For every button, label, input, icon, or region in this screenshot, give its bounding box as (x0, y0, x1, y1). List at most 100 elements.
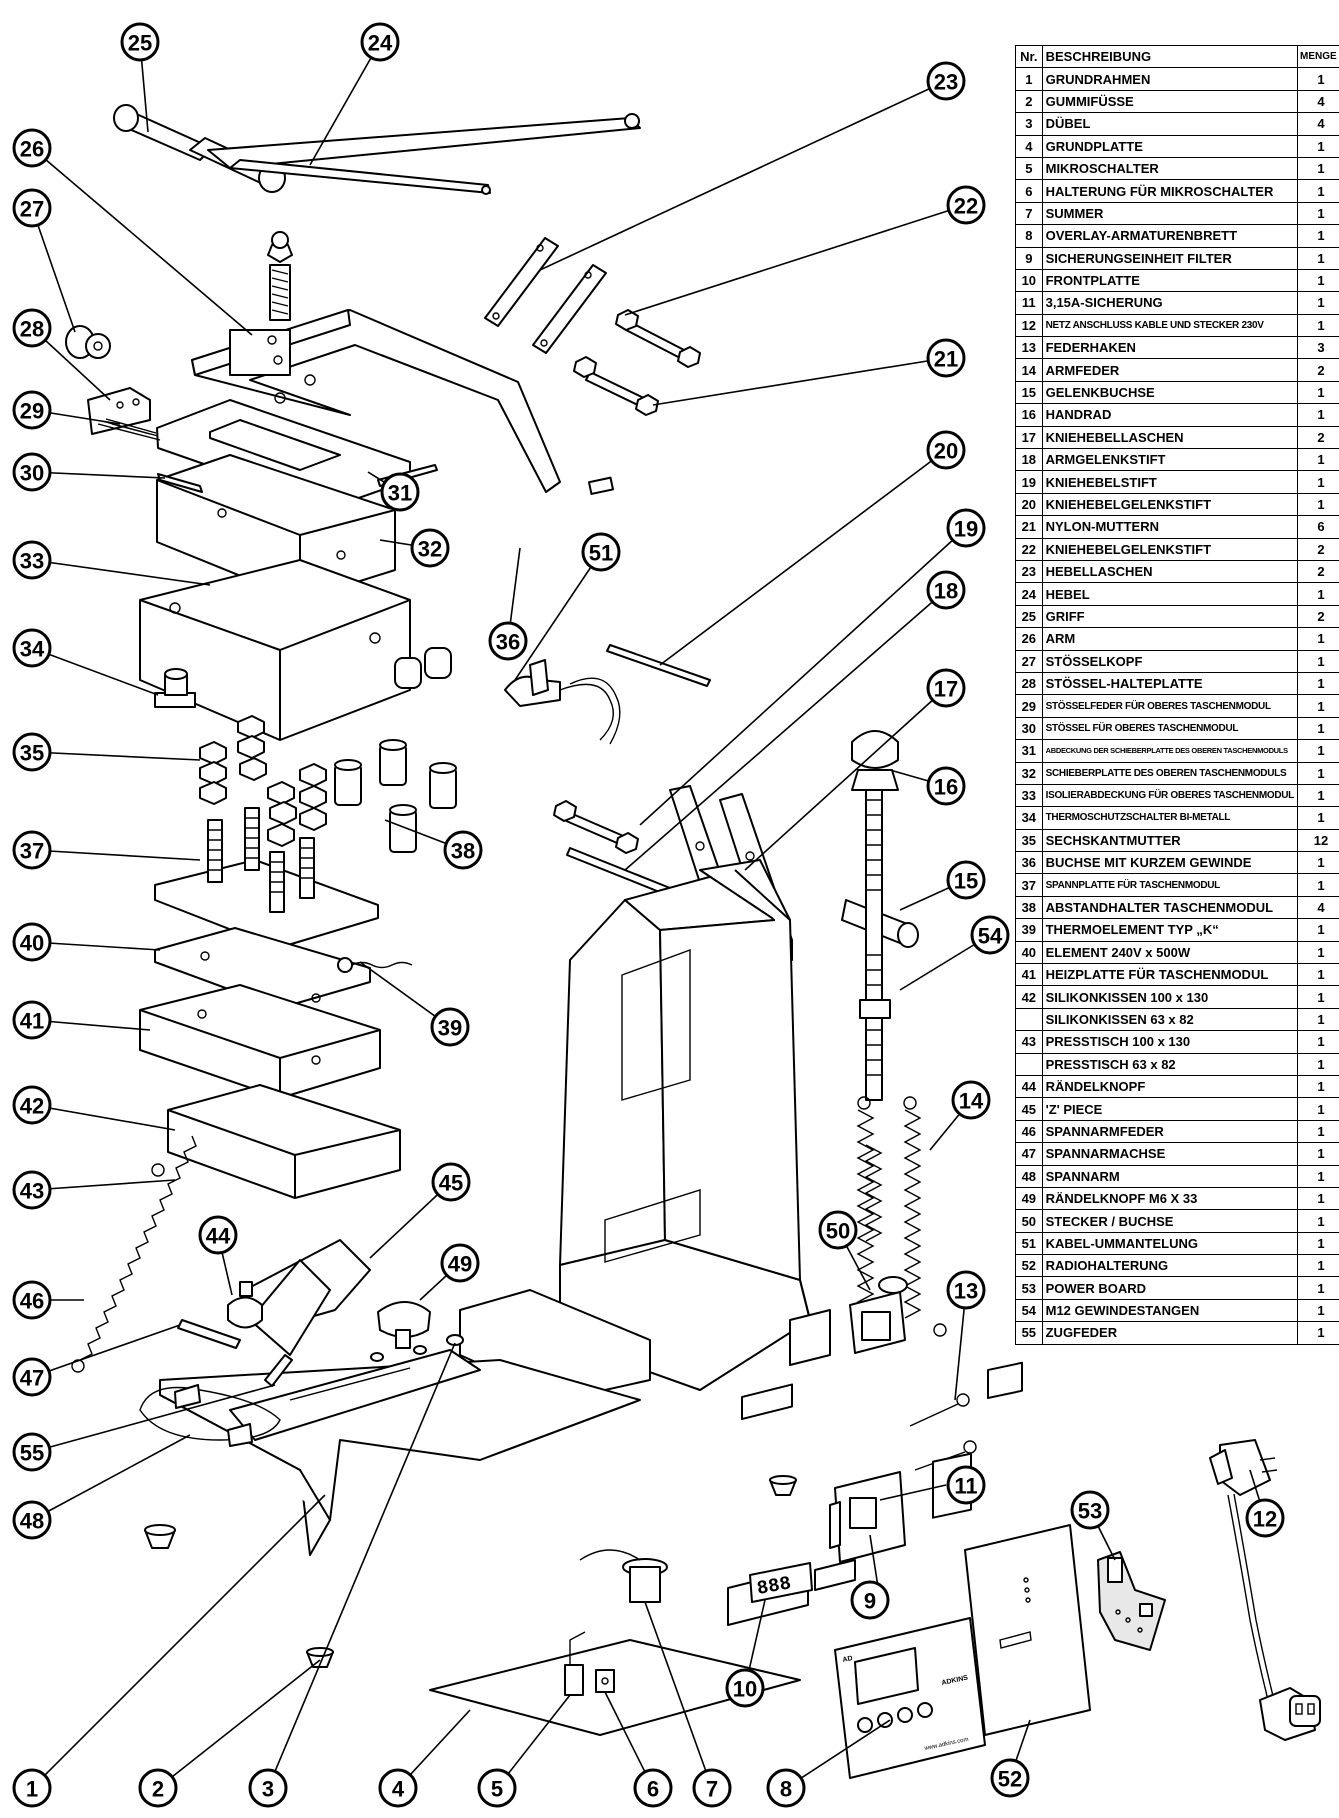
callout-6: 6 (633, 1768, 673, 1808)
cell-nr: 4 (1015, 134, 1043, 158)
cell-nr: 31 (1015, 739, 1043, 763)
cell-description: THERMOELEMENT TYP „K“ (1041, 918, 1299, 942)
cell-nr: 41 (1015, 963, 1043, 987)
cell-description: STÖSSEL-HALTEPLATTE (1041, 671, 1299, 696)
callout-50: 50 (818, 1210, 858, 1250)
cell-quantity: 1 (1297, 694, 1339, 718)
callout-34: 34 (12, 628, 52, 668)
cell-description: RÄNDELKNOPF M6 X 33 (1041, 1186, 1299, 1211)
callout-27: 27 (12, 188, 52, 228)
callout-number: 34 (20, 637, 45, 662)
cell-description: SPANNPLATTE FÜR TASCHENMODUL (1041, 873, 1299, 897)
callout-54: 54 (970, 915, 1010, 955)
callout-12: 12 (1245, 1498, 1285, 1538)
callout-number: 3 (262, 1777, 274, 1802)
cell-nr: 13 (1015, 336, 1043, 360)
cell-description: GELENKBUCHSE (1041, 380, 1299, 405)
callout-number: 16 (934, 775, 958, 800)
callout-33: 33 (12, 540, 52, 580)
callout-number: 25 (128, 31, 152, 56)
callout-number: 44 (206, 1224, 231, 1249)
cell-description: 3,15A-SICHERUNG (1041, 291, 1299, 315)
callout-13: 13 (946, 1270, 986, 1310)
callout-26: 26 (12, 128, 52, 168)
callout-31: 31 (380, 472, 420, 512)
callout-11: 11 (946, 1465, 986, 1505)
cell-description: ARM (1041, 627, 1299, 651)
cell-nr: 14 (1015, 358, 1043, 382)
callout-8: 8 (766, 1768, 806, 1808)
callout-17: 17 (926, 668, 966, 708)
callout-number: 52 (998, 1767, 1022, 1792)
cell-description: KABEL-UMMANTELUNG (1041, 1231, 1299, 1256)
callout-20: 20 (926, 430, 966, 470)
callout-39: 39 (430, 1007, 470, 1047)
callout-number: 1 (26, 1777, 38, 1802)
callout-22: 22 (946, 185, 986, 225)
press-arm (191, 231, 561, 493)
cell-quantity: 1 (1297, 918, 1339, 942)
cell-nr: 19 (1015, 470, 1043, 494)
cell-nr: 34 (1015, 806, 1043, 830)
cell-nr: 42 (1015, 985, 1043, 1009)
callout-number: 6 (647, 1777, 659, 1802)
cell-nr: 18 (1015, 448, 1043, 472)
cell-description: HANDRAD (1041, 403, 1299, 427)
cell-description: POWER BOARD (1041, 1276, 1299, 1300)
callout-47: 47 (12, 1357, 52, 1397)
callout-number: 55 (20, 1441, 44, 1466)
cell-nr: 37 (1015, 873, 1043, 897)
cell-description: GUMMIFÜSSE (1041, 89, 1299, 114)
cell-description: SUMMER (1041, 201, 1299, 226)
callout-number: 5 (491, 1777, 503, 1802)
callout-19: 19 (946, 508, 986, 548)
cell-nr: 32 (1015, 761, 1043, 785)
cell-nr: 50 (1015, 1209, 1043, 1233)
cell-quantity: 1 (1297, 1030, 1339, 1054)
cell-nr (1015, 1052, 1043, 1076)
cell-nr: 5 (1015, 156, 1043, 181)
z-piece-and-knobs (139, 1239, 481, 1447)
callout-36: 36 (488, 621, 528, 661)
callout-3: 3 (248, 1768, 288, 1808)
cell-nr: 10 (1015, 268, 1043, 293)
cell-nr: 16 (1015, 403, 1043, 427)
cell-quantity: 1 (1297, 1321, 1339, 1345)
cell-description: GRUNDPLATTE (1041, 134, 1299, 158)
callout-number: 9 (864, 1589, 876, 1614)
callout-number: 23 (934, 70, 958, 95)
cell-description: HEBELLASCHEN (1041, 559, 1299, 584)
cell-description: DÜBEL (1041, 112, 1299, 136)
callout-number: 13 (954, 1279, 978, 1304)
cell-description: HEBEL (1041, 582, 1299, 606)
cell-description: ELEMENT 240V x 500W (1041, 940, 1299, 965)
cell-nr: 2 (1015, 89, 1043, 114)
cell-nr: 38 (1015, 895, 1043, 920)
cell-quantity: 1 (1297, 156, 1339, 181)
callout-number: 47 (20, 1366, 44, 1391)
callout-number: 29 (20, 399, 44, 424)
cell-nr: 54 (1015, 1298, 1043, 1323)
cell-description: KNIEHEBELGELENKSTIFT (1041, 537, 1299, 561)
callout-number: 22 (954, 194, 978, 219)
cell-quantity: 1 (1297, 716, 1339, 741)
